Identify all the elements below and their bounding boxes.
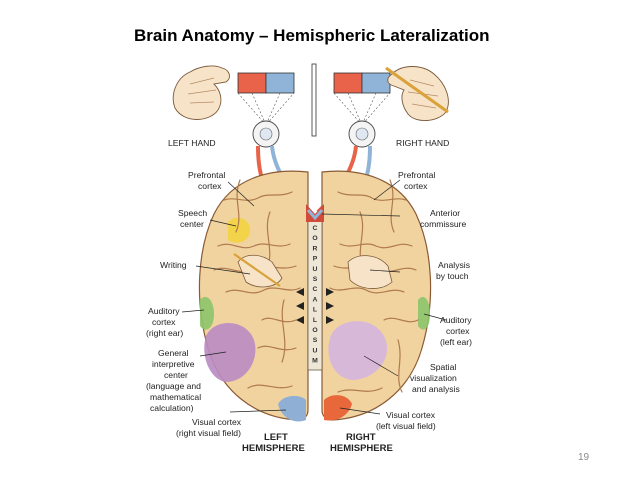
label-right-hemisphere: RIGHT HEMISPHERE xyxy=(330,432,393,454)
corpus-callosum-letter: S xyxy=(313,337,318,344)
corpus-callosum-letter: U xyxy=(313,347,318,354)
speech-center-region xyxy=(228,217,250,243)
right-hemisphere-shape xyxy=(321,170,432,421)
left-hand-drawing xyxy=(172,65,230,120)
visual-right-region xyxy=(324,395,352,421)
left-field-red-box xyxy=(237,72,267,94)
right-field-blue-box xyxy=(361,72,391,94)
corpus-callosum-letter: U xyxy=(313,266,318,273)
label-left-hemisphere: LEFT HEMISPHERE xyxy=(242,432,305,454)
left-hand-icon xyxy=(172,65,230,120)
label-auditory-right: Auditory cortex (left ear) xyxy=(440,315,474,347)
label-auditory-left: Auditory cortex (right ear) xyxy=(146,306,183,338)
corpus-callosum-letter: L xyxy=(313,317,317,324)
divider-screen xyxy=(311,63,317,137)
corpus-callosum-letter: A xyxy=(313,296,318,303)
corpus-callosum-letter: S xyxy=(313,276,318,283)
left-hemisphere-shape xyxy=(198,170,309,422)
corpus-callosum-letter: R xyxy=(313,245,318,252)
corpus-callosum-letter: O xyxy=(312,327,317,334)
auditory-left-region xyxy=(200,296,214,330)
visual-left-region xyxy=(278,395,306,422)
corpus-callosum-letter: P xyxy=(313,256,318,263)
eyes xyxy=(252,120,376,148)
label-visual-left: Visual cortex (right visual field) xyxy=(176,417,243,438)
anterior-commissure-blue xyxy=(306,209,324,221)
right-hand-label: RIGHT HAND xyxy=(396,138,449,148)
corpus-callosum-letter: C xyxy=(313,286,318,293)
right-field-red-box xyxy=(333,72,363,94)
right-hand-drawing xyxy=(385,66,452,121)
left-field-blue-box xyxy=(265,72,295,94)
touch-hand-icon xyxy=(347,255,393,289)
page-number: 19 xyxy=(578,452,590,463)
interpretive-region xyxy=(204,322,256,382)
visual-field-boxes xyxy=(237,63,391,137)
leader-lines xyxy=(181,179,447,415)
spatial-region xyxy=(328,321,388,380)
label-prefrontal-left: Prefrontal cortex xyxy=(188,170,228,191)
corpus-callosum-letter: C xyxy=(313,225,318,232)
label-prefrontal-right: Prefrontal cortex xyxy=(398,170,438,191)
label-speech-center: Speech center xyxy=(178,208,210,229)
label-spatial: Spatial visualization and analysis xyxy=(410,362,460,394)
pencil-icon xyxy=(385,66,449,114)
label-visual-right: Visual cortex (left visual field) xyxy=(376,410,437,431)
label-analysis-touch: Analysis by touch xyxy=(436,260,472,281)
label-anterior-commissure: Anterior commissure xyxy=(420,208,467,229)
auditory-right-region xyxy=(418,296,430,330)
label-general-interpretive: General interpretive center (language an… xyxy=(146,348,204,413)
corpus-callosum-letter: L xyxy=(313,307,317,314)
corpus-callosum-letter: O xyxy=(312,235,317,242)
anterior-commissure-red xyxy=(306,204,324,222)
corpus-callosum-letter: M xyxy=(312,358,318,365)
page-title: Brain Anatomy – Hemispheric Lateralizati… xyxy=(134,26,490,45)
left-hand-label: LEFT HAND xyxy=(168,138,216,148)
label-writing: Writing xyxy=(160,260,187,270)
writing-pencil-icon xyxy=(233,253,281,287)
callosal-arrows xyxy=(296,288,334,324)
